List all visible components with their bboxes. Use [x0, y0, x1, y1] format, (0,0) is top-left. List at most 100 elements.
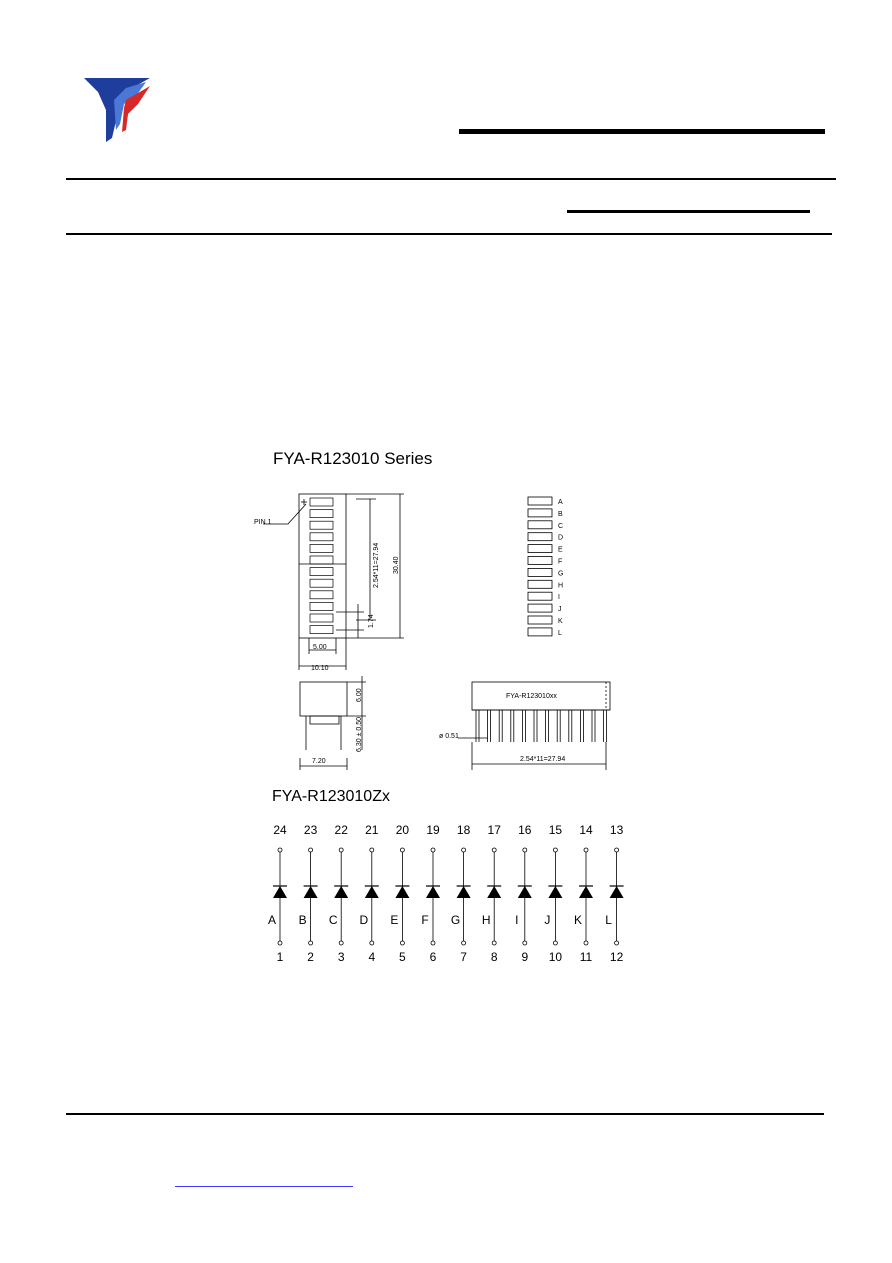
bottom-pin-terminal — [552, 940, 558, 946]
front-segment — [309, 590, 334, 600]
diode-icon — [517, 886, 532, 898]
side-part-label: FYA-R123010xx — [506, 693, 557, 700]
bottom-pin-terminal — [277, 940, 283, 946]
bottom-pin-number: 3 — [338, 950, 345, 964]
diode-icon — [487, 886, 502, 898]
diode-icon — [609, 886, 624, 898]
diode-icon — [273, 886, 287, 898]
top-pin-terminal — [308, 847, 313, 853]
front-body — [298, 493, 347, 639]
diode-icon — [426, 886, 440, 898]
website-link-underline[interactable] — [175, 1186, 353, 1187]
front-segment — [309, 567, 334, 576]
front-segment — [309, 532, 334, 542]
segment-letter: K — [558, 618, 563, 625]
segment-rect — [527, 579, 553, 589]
diode-icon — [334, 886, 349, 898]
segment-rect — [527, 508, 553, 518]
top-pin-number: 14 — [579, 823, 593, 837]
diode-letter: K — [574, 913, 582, 927]
diode-letter: B — [299, 913, 307, 927]
segment-letter: J — [558, 606, 562, 613]
bottom-pin-terminal — [369, 940, 375, 946]
company-logo — [84, 78, 150, 142]
front-segment — [309, 625, 334, 634]
header-rule-1 — [66, 178, 836, 180]
top-pin-terminal — [552, 847, 558, 853]
dim-051-label: ø 0.51 — [439, 733, 459, 740]
header-thick-line — [459, 129, 825, 134]
dim-1010-label: 10.10 — [311, 665, 329, 672]
segment-rect — [527, 591, 553, 601]
bottom-pin-number: 2 — [307, 950, 314, 964]
top-pin-terminal — [583, 847, 589, 853]
segment-letter: D — [558, 535, 563, 542]
segment-letter: G — [558, 570, 563, 577]
top-pin-number: 15 — [549, 823, 563, 837]
dim-720-label: 7.20 — [312, 758, 326, 765]
diode-icon — [364, 886, 379, 898]
dim-600-label: 6.00 — [356, 688, 363, 702]
bottom-pin-terminal — [338, 940, 344, 946]
top-pin-number: 16 — [518, 823, 532, 837]
header-thick-line-2 — [567, 210, 810, 213]
segment-rect — [527, 568, 553, 577]
segment-rect — [527, 615, 553, 625]
front-segment — [309, 578, 334, 588]
front-segment — [309, 613, 334, 623]
bottom-pin-number: 11 — [580, 950, 593, 964]
diode-letter: L — [605, 913, 612, 927]
diode-channel: 16I 9 — [515, 823, 532, 964]
top-pin-number: 13 — [610, 823, 624, 837]
bottom-pin-number: 10 — [549, 950, 563, 964]
top-pin-number: 18 — [457, 823, 471, 837]
bottom-pin-terminal — [583, 940, 589, 946]
diode-channel: 13L 12 — [605, 823, 624, 964]
bottom-pin-terminal — [308, 940, 313, 946]
top-pin-number: 22 — [335, 823, 349, 837]
top-pin-terminal — [522, 847, 528, 853]
front-segment — [309, 555, 334, 565]
top-pin-terminal — [614, 847, 620, 853]
diode-icon — [456, 886, 471, 898]
bottom-pin-terminal — [399, 940, 405, 946]
diode-letter: C — [329, 913, 338, 927]
bottom-pin-number: 5 — [399, 950, 406, 964]
bottom-pin-number: 4 — [368, 950, 375, 964]
segment-letter: H — [558, 582, 563, 589]
mechanical-drawing: PIN 1 2.54*11=27.94 30.40 1.74 5.00 10.1… — [254, 493, 611, 770]
top-pin-terminal — [491, 847, 497, 853]
bottom-pin-number: 6 — [430, 950, 437, 964]
segment-letter: F — [558, 559, 562, 566]
front-segment — [309, 497, 334, 507]
diode-letter: D — [359, 913, 368, 927]
header-rule-2 — [66, 233, 832, 235]
diode-letter: E — [390, 913, 398, 927]
side-pitch-label: 2.54*11=27.94 — [520, 756, 565, 763]
circuit-title: FYA-R123010Zx — [272, 788, 390, 805]
diode-icon — [579, 886, 593, 898]
segment-letter: B — [558, 511, 563, 518]
segment-letter: E — [558, 547, 563, 554]
bottom-pin-number: 9 — [521, 950, 528, 964]
bottom-pin-number: 12 — [610, 950, 624, 964]
dim-height-label: 30.40 — [393, 556, 400, 574]
segment-rect — [527, 556, 553, 565]
diode-letter: I — [515, 913, 518, 927]
pin1-label: PIN 1 — [254, 519, 272, 526]
top-pin-number: 23 — [304, 823, 318, 837]
segment-rect — [527, 496, 553, 506]
segment-rect — [527, 603, 553, 613]
dim-500-label: 5.00 — [313, 644, 327, 651]
segment-rect — [527, 627, 553, 637]
diode-letter: F — [421, 913, 428, 927]
bottom-pin-number: 8 — [491, 950, 498, 964]
diode-icon — [395, 886, 410, 898]
bottom-pin-terminal — [522, 940, 528, 946]
bottom-pin-terminal — [614, 940, 620, 946]
